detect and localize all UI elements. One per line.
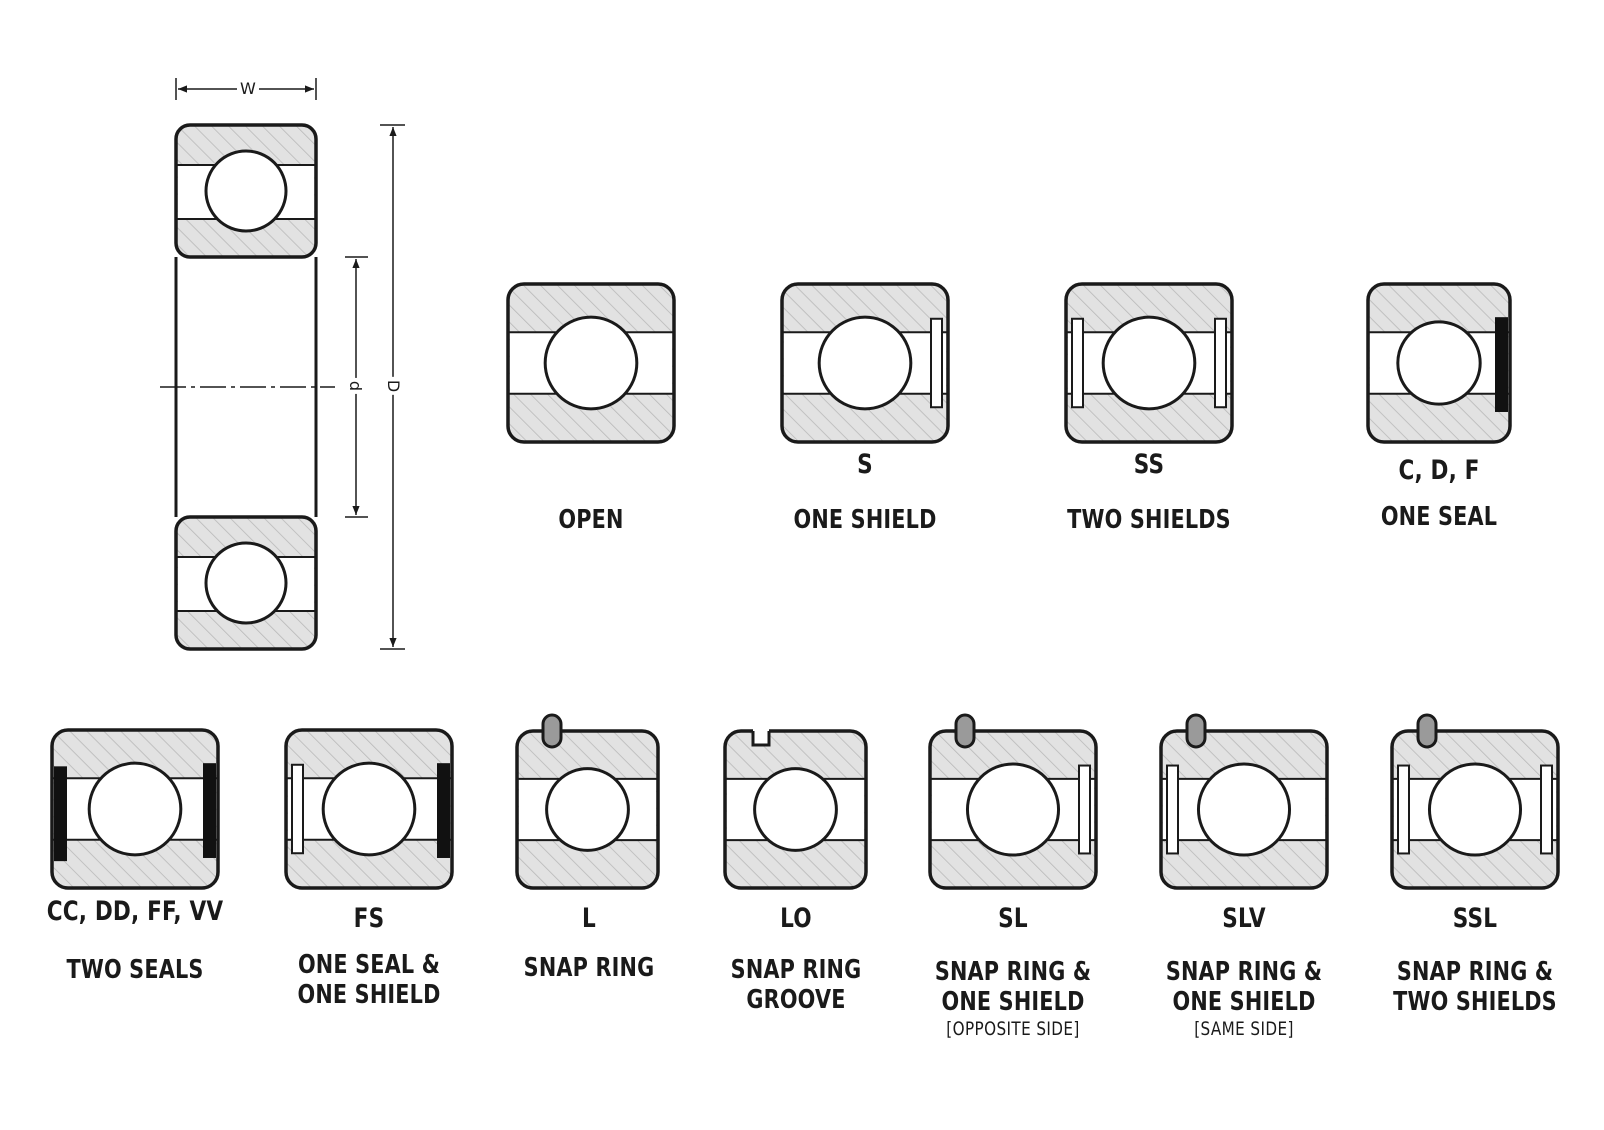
seal-right: [203, 763, 216, 858]
shield-right: [1078, 764, 1091, 855]
bore-label: d: [346, 377, 365, 395]
type-name-l: SNAP RING: [524, 953, 655, 983]
shield-left: [1166, 764, 1179, 855]
seal-right: [437, 763, 450, 858]
snap-ring: [1416, 713, 1438, 749]
type-name-line: SNAP RING &: [934, 957, 1092, 987]
ball: [1101, 315, 1197, 411]
upper-ball: [204, 149, 288, 233]
ball: [1396, 320, 1482, 406]
seal-left: [54, 766, 67, 862]
bearing-icon-cdf: [1366, 282, 1512, 444]
ball: [321, 761, 417, 857]
type-name-open: OPEN: [558, 505, 623, 535]
snap-ring: [1185, 713, 1207, 749]
lower-ring-section: [174, 515, 318, 651]
type-name-s: ONE SHIELD: [794, 505, 937, 535]
bearing-icon-s: [780, 282, 950, 444]
ball: [87, 761, 183, 857]
bearing-icon-l: [515, 713, 660, 890]
type-code-ccddffvv: CC, DD, FF, VV: [46, 896, 224, 927]
shield-right: [930, 317, 943, 409]
bearing-icon-sl: [928, 713, 1098, 890]
type-name-line: OPEN: [558, 505, 624, 535]
type-name-ccddffvv: TWO SEALS: [66, 955, 203, 985]
ball: [817, 315, 913, 411]
type-name-fs: ONE SEAL &ONE SHIELD: [298, 950, 441, 1010]
outer-label: D: [384, 376, 403, 396]
type-name-line: TWO SHIELDS: [1067, 505, 1231, 535]
bearing-icon-ssl: [1390, 713, 1560, 890]
type-code-sl: SL: [998, 903, 1028, 934]
shield-left: [291, 763, 304, 855]
lower-ball: [204, 541, 288, 625]
bearing-icon-fs: [284, 728, 454, 890]
snap-ring-groove: [751, 731, 771, 747]
type-code-fs: FS: [353, 903, 385, 934]
type-name-sl: SNAP RING &ONE SHIELD[OPPOSITE SIDE]: [935, 957, 1091, 1041]
type-name-line: ONE SHIELD: [941, 987, 1085, 1017]
type-name-line: SNAP RING &: [1165, 957, 1323, 987]
type-note-slv: [SAME SIDE]: [1194, 1018, 1294, 1040]
upper-ring-section: [174, 123, 318, 259]
ball: [543, 315, 639, 411]
bearing-icon-lo: [723, 728, 868, 890]
bearing-icon-slv: [1159, 713, 1329, 890]
bearing-icons: [50, 282, 1560, 890]
snap-ring: [541, 713, 563, 749]
shield-left: [1071, 317, 1084, 409]
ball: [1427, 762, 1523, 857]
type-code-lo: LO: [780, 903, 812, 934]
type-name-line: TWO SEALS: [66, 955, 204, 985]
bearing-cross-section: [160, 78, 405, 651]
type-note-sl: [OPPOSITE SIDE]: [946, 1018, 1080, 1040]
width-label: W: [237, 81, 259, 97]
type-name-ssl: SNAP RING &TWO SHIELDS: [1393, 957, 1557, 1017]
ball: [1196, 762, 1292, 857]
type-code-s: S: [857, 449, 873, 480]
type-name-line: ONE SHIELD: [1172, 987, 1316, 1017]
type-name-line: ONE SEAL &: [297, 950, 441, 980]
shield-left: [1397, 764, 1410, 855]
type-name-line: TWO SHIELDS: [1393, 987, 1557, 1017]
type-code-cdf: C, D, F: [1398, 455, 1480, 486]
type-name-line: GROOVE: [746, 985, 846, 1015]
ball: [753, 767, 838, 852]
type-name-line: ONE SHIELD: [297, 980, 441, 1010]
ball: [965, 762, 1061, 857]
bearing-icon-ccddffvv: [50, 728, 220, 890]
type-name-line: SNAP RING: [730, 955, 862, 985]
shield-right: [1214, 317, 1227, 409]
type-name-ss: TWO SHIELDS: [1067, 505, 1231, 535]
type-name-line: SNAP RING &: [1396, 957, 1554, 987]
seal-right: [1495, 317, 1508, 412]
bearing-icon-open: [506, 282, 676, 444]
type-name-cdf: ONE SEAL: [1381, 502, 1497, 532]
snap-ring: [954, 713, 976, 749]
type-code-ssl: SSL: [1452, 903, 1498, 934]
type-name-line: SNAP RING: [523, 953, 655, 983]
type-code-l: L: [582, 903, 596, 934]
type-name-slv: SNAP RING &ONE SHIELD[SAME SIDE]: [1166, 957, 1322, 1041]
type-name-line: ONE SEAL: [1380, 502, 1498, 532]
type-code-slv: SLV: [1222, 903, 1266, 934]
type-name-line: ONE SHIELD: [793, 505, 937, 535]
bearing-icon-ss: [1064, 282, 1234, 444]
type-code-ss: SS: [1133, 449, 1165, 480]
shield-right: [1540, 764, 1553, 855]
ball: [545, 767, 630, 852]
